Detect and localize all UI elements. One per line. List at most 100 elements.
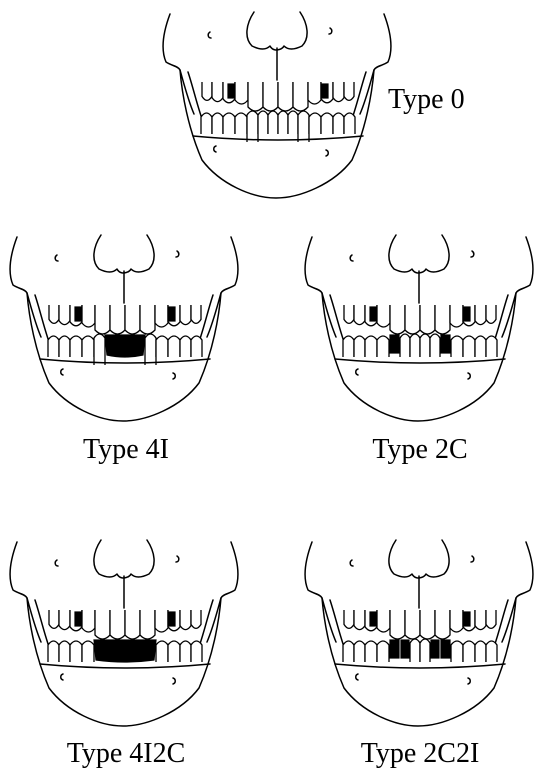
upper-gap (370, 307, 376, 321)
lower-tooth (486, 336, 497, 357)
lower-tooth (268, 111, 278, 134)
upper-tooth (405, 610, 420, 639)
lower-tooth (235, 113, 247, 134)
upper-tooth (235, 82, 248, 104)
label-type-4i2c: Type 4I2C (67, 738, 186, 770)
lower-tooth (321, 113, 333, 134)
upper-tooth (354, 610, 365, 630)
skull-type-2c2i (305, 540, 533, 726)
upper-tooth (450, 305, 463, 327)
lower-tooth (377, 641, 389, 662)
missing-tooth-gap (441, 640, 450, 658)
upper-tooth (248, 82, 263, 111)
lower-tooth (420, 639, 430, 662)
missing-tooth-gap (390, 335, 399, 353)
upper-tooth (420, 610, 435, 639)
lower-tooth (486, 641, 497, 662)
upper-tooth (420, 305, 435, 334)
upper-tooth (212, 82, 223, 102)
upper-tooth (278, 82, 293, 111)
lower-tooth (145, 334, 156, 365)
upper-tooth (475, 305, 486, 325)
upper-tooth (125, 305, 140, 334)
skull-type-2c (305, 235, 533, 421)
missing-teeth-gap (94, 640, 156, 662)
upper-tooth (191, 610, 201, 628)
label-type-2c2i: Type 2C2I (361, 738, 480, 770)
lower-tooth (223, 113, 235, 134)
upper-tooth (293, 82, 308, 111)
label-type-0: Type 0 (388, 84, 465, 116)
lower-tooth (309, 113, 321, 134)
upper-tooth (486, 610, 496, 628)
upper-tooth (191, 305, 201, 323)
upper-gap (370, 612, 376, 626)
lower-tooth (258, 111, 268, 134)
lower-tooth (212, 113, 223, 134)
upper-tooth (435, 305, 450, 334)
lower-tooth (463, 641, 475, 662)
lower-tooth (343, 336, 354, 357)
lower-tooth (59, 641, 70, 662)
upper-gap (169, 612, 175, 626)
lower-tooth (400, 334, 410, 357)
missing-tooth-gap (401, 640, 409, 658)
lower-tooth (156, 641, 168, 662)
lower-tooth (70, 641, 82, 662)
lower-tooth (298, 111, 309, 142)
lower-tooth (410, 334, 420, 357)
lower-tooth (365, 641, 377, 662)
lower-tooth (278, 111, 288, 134)
upper-tooth (377, 610, 390, 632)
upper-gap (75, 307, 81, 321)
upper-tooth (82, 610, 95, 632)
lower-tooth (180, 336, 191, 357)
lower-tooth (201, 113, 212, 134)
upper-gap (169, 307, 175, 321)
upper-tooth (155, 305, 168, 327)
upper-tooth (308, 82, 321, 104)
lower-tooth (82, 336, 94, 357)
lower-tooth (288, 111, 298, 134)
upper-tooth (180, 305, 191, 325)
upper-gap (464, 307, 470, 321)
label-type-2c: Type 2C (372, 434, 467, 466)
upper-tooth (354, 305, 365, 325)
lower-tooth (156, 336, 168, 357)
upper-tooth (435, 610, 450, 639)
upper-gap (322, 84, 328, 98)
missing-teeth-gap (105, 335, 145, 357)
upper-tooth (59, 610, 70, 630)
missing-tooth-gap (390, 640, 399, 658)
lower-tooth (365, 336, 377, 357)
skull-type-0 (163, 12, 391, 198)
lower-tooth (59, 336, 70, 357)
lower-tooth (168, 336, 180, 357)
lower-tooth (94, 334, 105, 365)
upper-tooth (486, 305, 496, 323)
upper-tooth (59, 305, 70, 325)
lower-tooth (344, 113, 355, 134)
lower-tooth (377, 336, 389, 357)
lower-tooth (191, 641, 202, 662)
upper-tooth (49, 305, 59, 323)
upper-tooth (390, 610, 405, 639)
upper-tooth (155, 610, 168, 632)
upper-tooth (125, 610, 140, 639)
upper-tooth (475, 610, 486, 630)
upper-tooth (263, 82, 278, 111)
lower-tooth (430, 334, 440, 357)
lower-tooth (168, 641, 180, 662)
lower-tooth (475, 336, 486, 357)
upper-gap (228, 84, 234, 98)
upper-tooth (49, 610, 59, 628)
lower-tooth (420, 334, 430, 357)
upper-tooth (377, 305, 390, 327)
lower-tooth (475, 641, 486, 662)
upper-gap (464, 612, 470, 626)
upper-tooth (344, 305, 354, 323)
upper-gap (75, 612, 81, 626)
lower-tooth (191, 336, 202, 357)
upper-tooth (405, 305, 420, 334)
